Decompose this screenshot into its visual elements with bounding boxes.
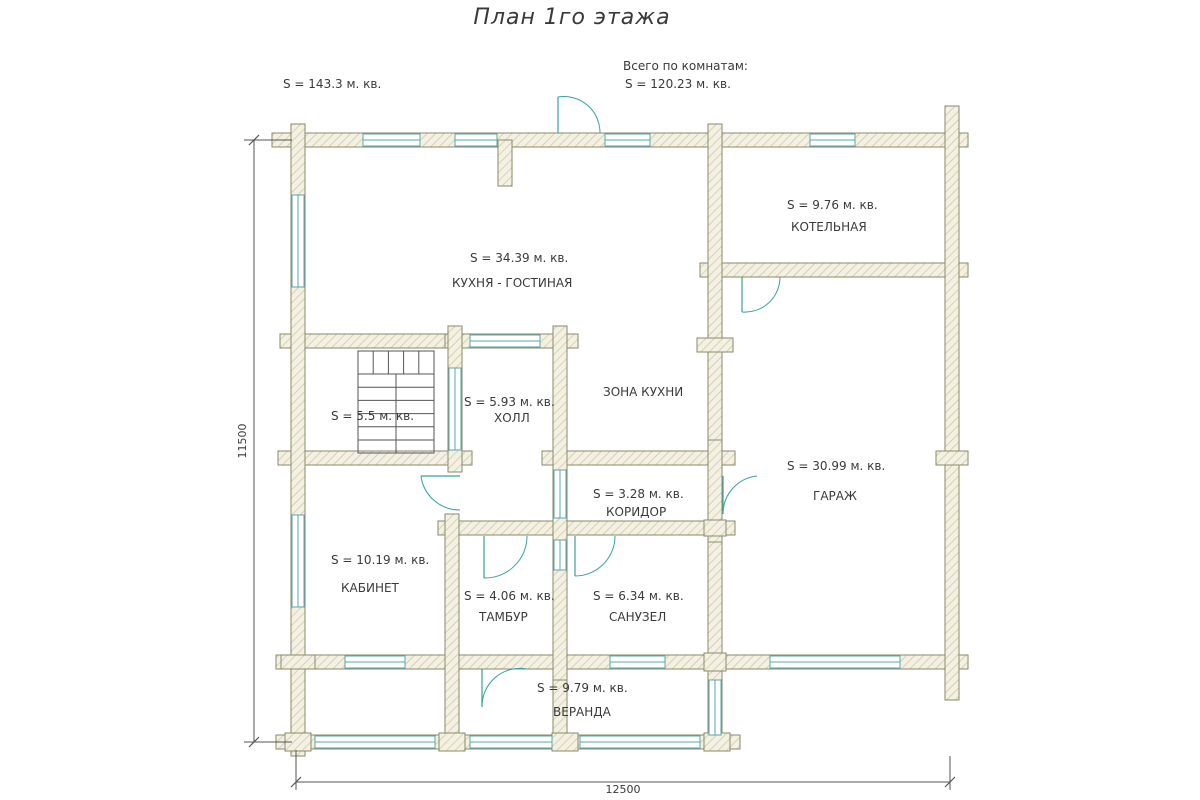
room-kitchen-living: S = 34.39 м. кв. КУХНЯ - ГОСТИНАЯ [452, 251, 572, 290]
door-swing [481, 667, 528, 708]
room-area: S = 9.79 м. кв. [537, 681, 628, 695]
door-swing [483, 535, 528, 579]
room-bathroom: S = 6.34 м. кв. САНУЗЕЛ [593, 589, 684, 624]
room-name: ТАМБУР [478, 610, 528, 624]
room-name: КОТЕЛЬНАЯ [791, 220, 867, 234]
door-swing [574, 535, 616, 577]
dimension-tick [290, 776, 302, 788]
door-swing [557, 96, 601, 134]
wall-post [696, 337, 734, 353]
room-name: САНУЗЕЛ [609, 610, 666, 624]
wall [277, 450, 473, 466]
wall [279, 333, 471, 349]
wall-post [703, 732, 731, 752]
wall-stub [497, 139, 513, 187]
total-area: S = 143.3 м. кв. [283, 77, 381, 91]
wall [437, 520, 736, 536]
wall [707, 123, 723, 741]
room-area: S = 4.06 м. кв. [464, 589, 555, 603]
room-area: S = 5.5 м. кв. [331, 409, 414, 423]
rooms-total-value: S = 120.23 м. кв. [625, 77, 731, 91]
wall-post [935, 450, 969, 466]
wall [552, 513, 568, 681]
room-area: S = 9.76 м. кв. [787, 198, 878, 212]
room-name: КУХНЯ - ГОСТИНАЯ [452, 276, 572, 290]
wall-post [703, 652, 727, 672]
doors [420, 96, 781, 708]
room-boiler: S = 9.76 м. кв. КОТЕЛЬНАЯ [787, 198, 878, 234]
door-swing [722, 475, 758, 515]
wall [707, 439, 723, 543]
windows [291, 133, 901, 749]
staircase [357, 350, 435, 454]
dimension-width: 12500 [290, 750, 956, 796]
room-name: КОРИДОР [606, 505, 666, 519]
room-garage: S = 30.99 м. кв. ГАРАЖ [787, 459, 885, 503]
dimension-height: 11500 [236, 134, 292, 748]
wall-post [551, 732, 579, 752]
wall-post [703, 519, 727, 537]
room-name: ГАРАЖ [813, 489, 857, 503]
room-kitchen-zone: ЗОНА КУХНИ [603, 385, 683, 399]
room-name: ХОЛЛ [494, 411, 530, 425]
room-office: S = 10.19 м. кв. КАБИНЕТ [331, 553, 429, 595]
wall [541, 450, 736, 466]
room-stairs: S = 5.5 м. кв. [331, 409, 414, 423]
wall-post [438, 732, 466, 752]
room-area: S = 10.19 м. кв. [331, 553, 429, 567]
wall [444, 513, 460, 743]
room-area: S = 34.39 м. кв. [470, 251, 568, 265]
room-area: S = 5.93 м. кв. [464, 395, 555, 409]
room-area: S = 30.99 м. кв. [787, 459, 885, 473]
wall-post [280, 654, 316, 670]
plan-title: План 1го этажа [473, 5, 670, 30]
room-name: КАБИНЕТ [341, 581, 400, 595]
rooms-total-caption: Всего по комнатам: [623, 59, 748, 73]
dimension-tick [944, 776, 956, 788]
room-corridor: S = 3.28 м. кв. КОРИДОР [593, 487, 684, 519]
height-value: 11500 [236, 424, 249, 459]
room-veranda: S = 9.79 м. кв. ВЕРАНДА [537, 681, 628, 719]
room-vestibule: S = 4.06 м. кв. ТАМБУР [464, 589, 555, 624]
room-hall: S = 5.93 м. кв. ХОЛЛ [464, 395, 555, 425]
room-area: S = 6.34 м. кв. [593, 589, 684, 603]
room-name: ЗОНА КУХНИ [603, 385, 683, 399]
door-swing [420, 475, 461, 511]
room-name: ВЕРАНДА [553, 705, 612, 719]
room-area: S = 3.28 м. кв. [593, 487, 684, 501]
wall [944, 105, 960, 701]
dimension-tick [248, 736, 260, 748]
door-swing [741, 276, 781, 313]
wall [699, 262, 969, 278]
dimension-tick [248, 134, 260, 146]
width-value: 12500 [606, 783, 641, 796]
